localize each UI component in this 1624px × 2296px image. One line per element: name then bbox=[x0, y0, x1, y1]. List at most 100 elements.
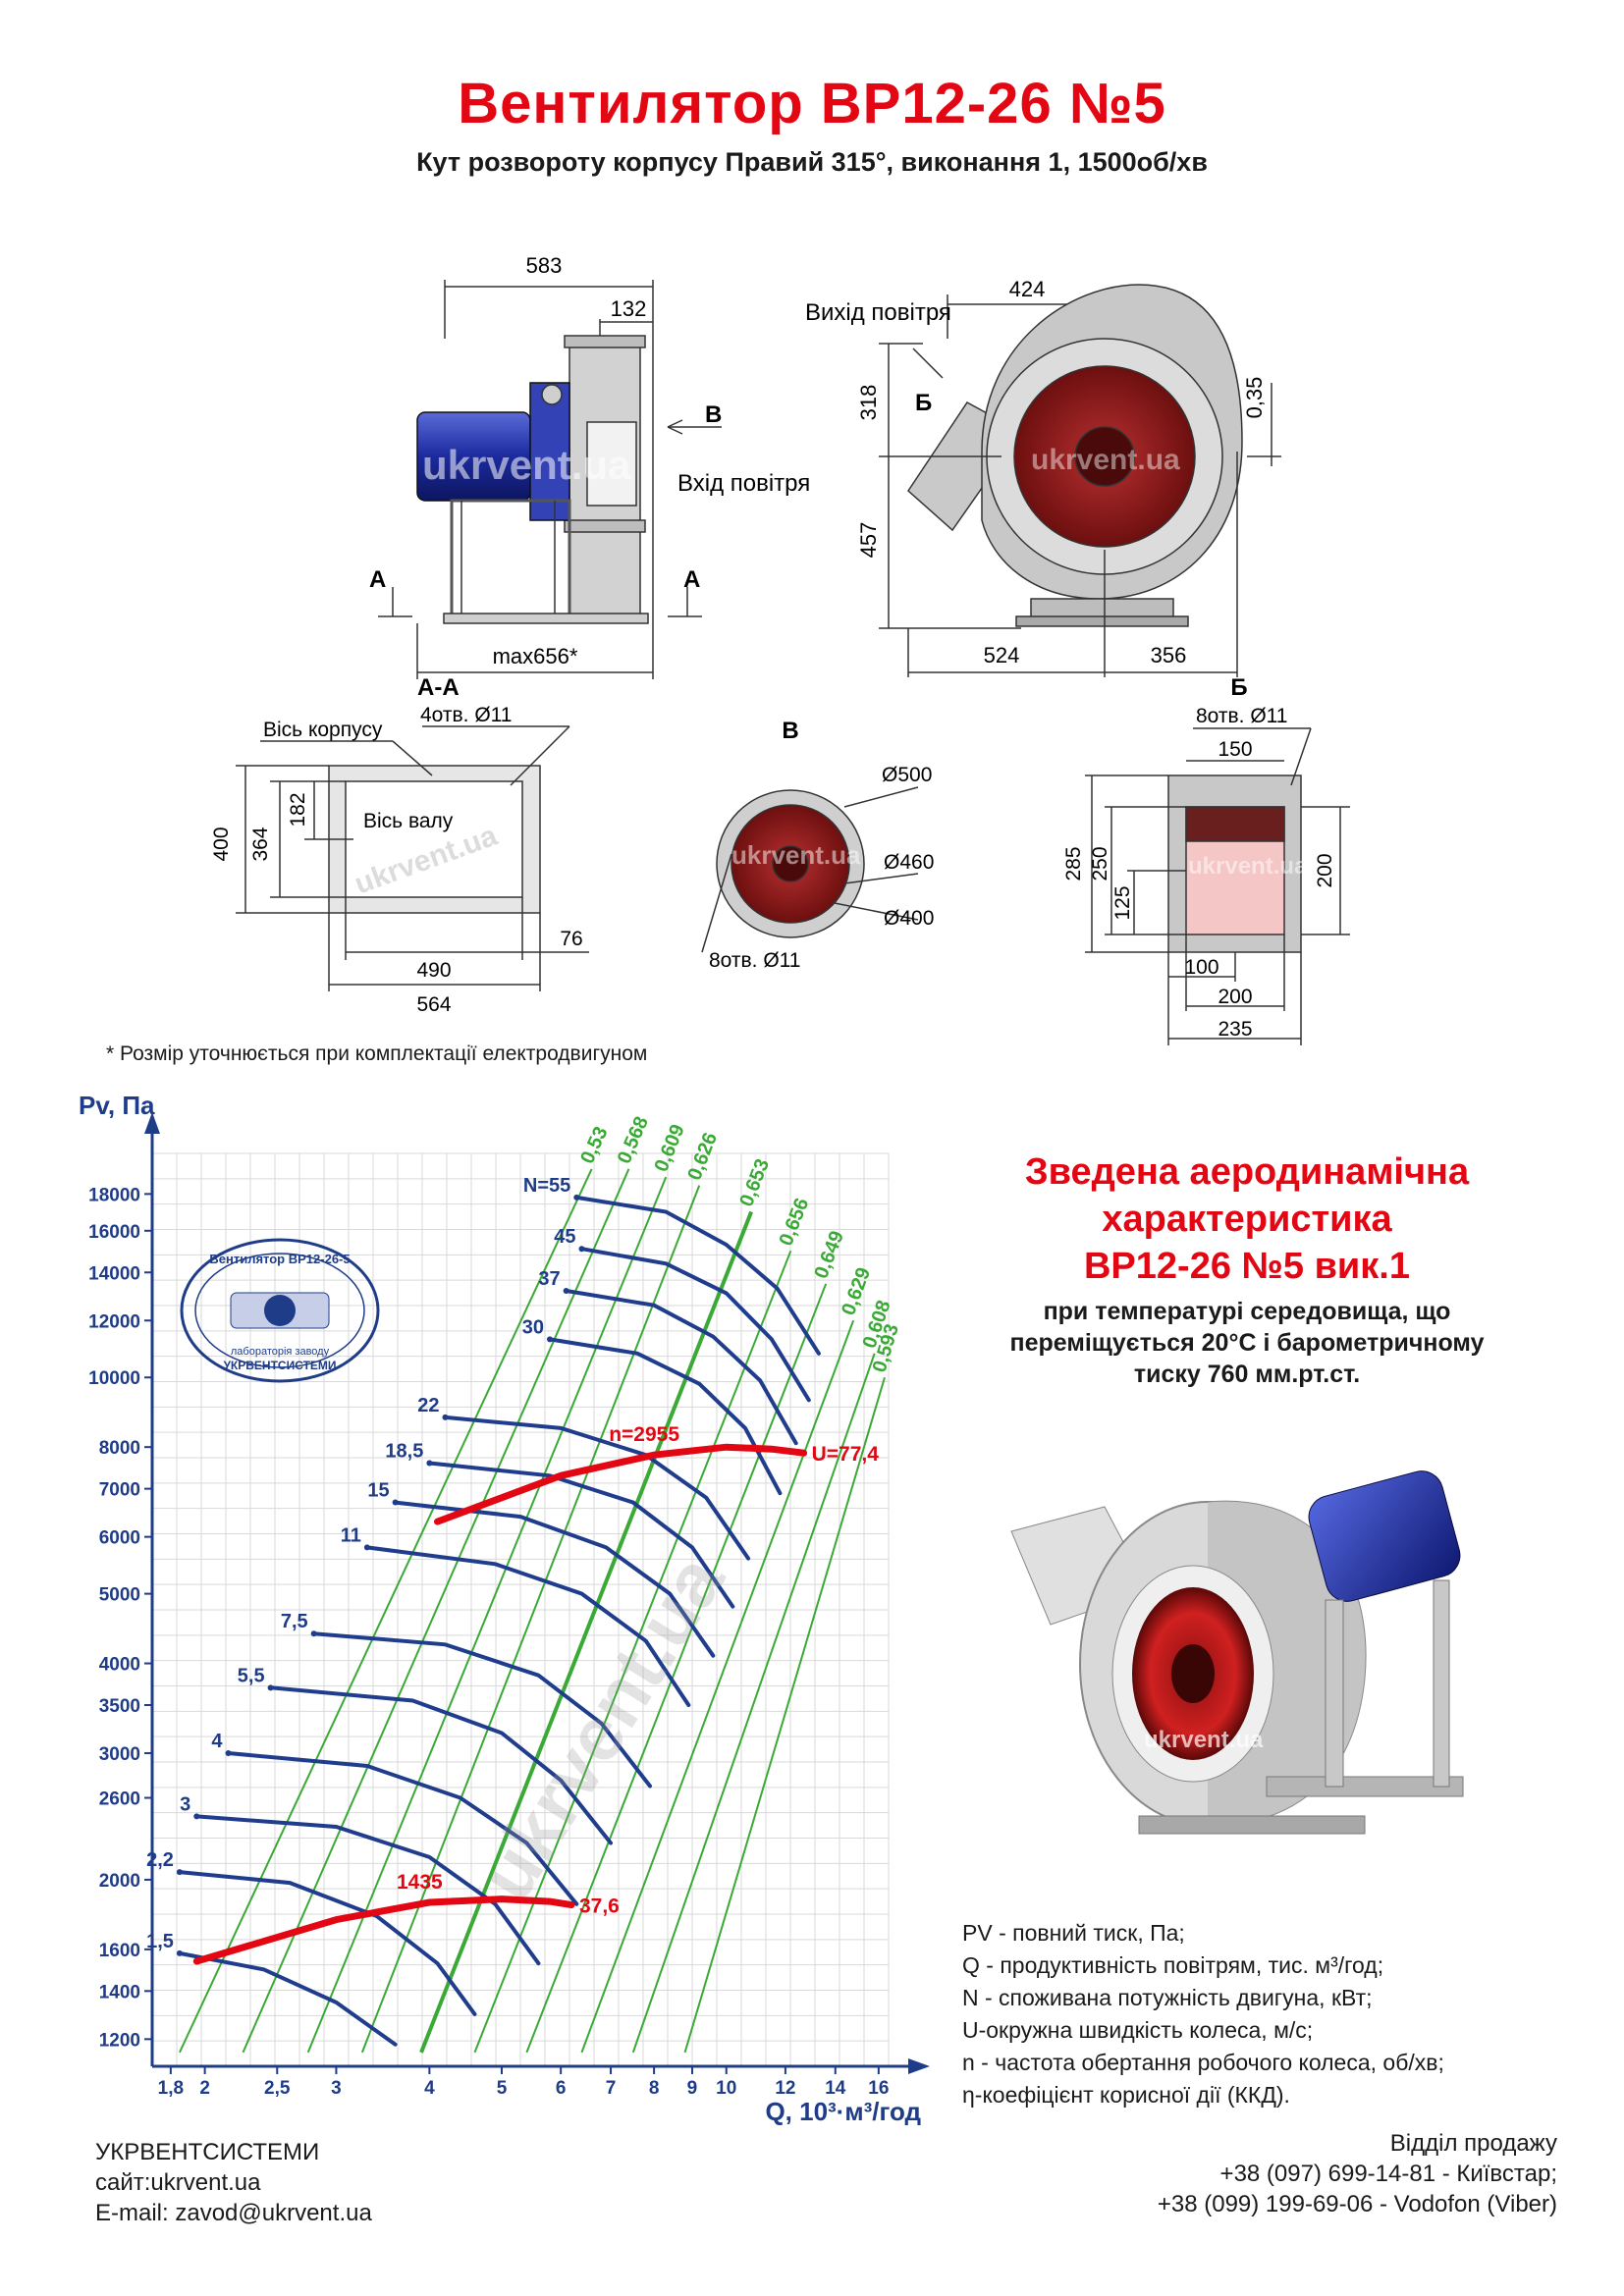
power-point bbox=[363, 1544, 370, 1551]
footer-company: УКРВЕНТСИСТЕМИ сайт:ukrvent.ua E-mail: z… bbox=[95, 2137, 372, 2228]
perf-title-line-3: ВР12-26 №5 вик.1 bbox=[1083, 1246, 1411, 1287]
dim-250: 250 bbox=[1089, 846, 1111, 881]
x-tick-label: 7 bbox=[606, 2078, 617, 2099]
power-point bbox=[578, 1246, 585, 1253]
sales-phone-2[interactable]: +38 (099) 199-69-06 - Vodofon (Viber) bbox=[1157, 2191, 1557, 2217]
efficiency-label: 0,568 bbox=[614, 1113, 653, 1167]
power-label: 37 bbox=[538, 1268, 560, 1290]
power-label: 5,5 bbox=[238, 1665, 265, 1686]
power-curve bbox=[364, 1545, 691, 1707]
x-tick-label: 14 bbox=[825, 2078, 846, 2099]
dim-76: 76 bbox=[560, 928, 582, 950]
dim-364: 364 bbox=[249, 827, 272, 861]
b-holes-label: 8отв. Ø11 bbox=[1196, 705, 1287, 727]
x-tick-label: 3 bbox=[331, 2078, 342, 2099]
speed-u-label: 37,6 bbox=[579, 1896, 620, 1918]
power-point bbox=[563, 1287, 569, 1294]
label-b-front: Б bbox=[915, 390, 932, 416]
legend-item-pv: PV - повний тиск, Па; bbox=[962, 1920, 1185, 1946]
sales-phone-1[interactable]: +38 (097) 699-14-81 - Київстар; bbox=[1219, 2161, 1557, 2187]
fan-illustration: ukrvent.ua bbox=[1010, 1470, 1464, 1835]
perf-title: Зведена аеродинамічна характеристика ВР1… bbox=[923, 1148, 1571, 1290]
power-curve bbox=[579, 1247, 811, 1403]
power-point bbox=[310, 1630, 317, 1637]
stamp-top-text: Вентилятор ВР12-26-5 bbox=[209, 1252, 350, 1266]
efficiency-line bbox=[306, 1176, 668, 2054]
y-tick-label: 8000 bbox=[99, 1438, 140, 1459]
aa-holes-label: 4отв. Ø11 bbox=[420, 704, 512, 726]
perf-title-line-2: характеристика bbox=[1102, 1199, 1392, 1240]
power-curve bbox=[226, 1751, 579, 1906]
lab-stamp: Вентилятор ВР12-26-5 лабораторія заводу … bbox=[180, 1238, 380, 1383]
chart-ticks: 1200140016002000260030003500400050006000… bbox=[88, 1185, 889, 2099]
y-tick-label: 18000 bbox=[88, 1185, 140, 1205]
x-tick-label: 16 bbox=[868, 2078, 889, 2099]
dim-max656: max656* bbox=[493, 644, 578, 668]
stamp-mid-text: лабораторія заводу bbox=[231, 1346, 330, 1358]
power-point bbox=[546, 1336, 553, 1343]
power-curve bbox=[443, 1415, 751, 1561]
dim-235: 235 bbox=[1218, 1018, 1252, 1041]
dim-182: 182 bbox=[287, 792, 309, 827]
efficiency-line bbox=[631, 1353, 876, 2054]
x-tick-label: 9 bbox=[687, 2078, 698, 2099]
efficiency-line bbox=[360, 1185, 701, 2054]
power-curve bbox=[427, 1461, 735, 1609]
dim-150: 150 bbox=[1218, 738, 1252, 761]
power-point bbox=[267, 1684, 274, 1691]
view-b-title: Б bbox=[1230, 674, 1247, 701]
fan-watermark: ukrvent.ua bbox=[1144, 1727, 1264, 1753]
dim-100: 100 bbox=[1184, 956, 1218, 979]
x-axis-label: Q, 10³·м³/год bbox=[765, 2097, 921, 2125]
section-aa bbox=[236, 725, 589, 991]
y-tick-label: 1600 bbox=[99, 1941, 140, 1961]
x-tick-label: 2,5 bbox=[264, 2078, 291, 2099]
power-label: 18,5 bbox=[385, 1440, 423, 1462]
technical-drawing: 583 132 В Вхід повітря А А max656* Вихід… bbox=[210, 253, 1350, 1045]
watermark-b: ukrvent.ua bbox=[1188, 853, 1308, 880]
power-label: 30 bbox=[522, 1316, 544, 1338]
company-email-link[interactable]: E-mail: zavod@ukrvent.ua bbox=[95, 2200, 372, 2226]
power-curve bbox=[177, 1950, 398, 2047]
power-label: 22 bbox=[417, 1395, 439, 1416]
d400-label: Ø400 bbox=[884, 907, 934, 930]
perf-desc-line-3: тиску 760 мм.рт.ст. bbox=[1133, 1361, 1361, 1388]
y-tick-label: 14000 bbox=[88, 1263, 140, 1284]
y-tick-label: 16000 bbox=[88, 1222, 140, 1243]
axis-body-label: Вісь корпусу bbox=[263, 719, 383, 741]
y-tick-label: 3000 bbox=[99, 1744, 140, 1765]
dim-125: 125 bbox=[1111, 885, 1134, 920]
x-tick-label: 8 bbox=[649, 2078, 660, 2099]
dim-356: 356 bbox=[1151, 643, 1187, 667]
power-point bbox=[392, 1499, 399, 1506]
power-curve bbox=[311, 1631, 652, 1789]
efficiency-line bbox=[683, 1376, 886, 2054]
dim-457: 457 bbox=[856, 522, 881, 559]
side-view bbox=[378, 280, 722, 679]
power-label: 15 bbox=[367, 1480, 389, 1502]
power-point bbox=[442, 1414, 449, 1420]
x-axis-arrow bbox=[908, 2058, 930, 2074]
legend-item-rpm: n - частота обертання робочого колеса, о… bbox=[962, 2050, 1444, 2075]
legend-item-eff: η-коефіцієнт корисної дії (ККД). bbox=[962, 2082, 1290, 2108]
watermark-front: ukrvent.ua bbox=[1031, 444, 1180, 476]
y-tick-label: 3500 bbox=[99, 1696, 140, 1717]
efficiency-line bbox=[242, 1168, 630, 2054]
power-label: 11 bbox=[341, 1524, 361, 1546]
company-site-link[interactable]: сайт:ukrvent.ua bbox=[95, 2169, 261, 2196]
x-tick-label: 2 bbox=[199, 2078, 210, 2099]
speed-curve bbox=[192, 1896, 575, 1965]
efficiency-label: 0,609 bbox=[651, 1121, 689, 1175]
dim-285: 285 bbox=[1062, 846, 1085, 881]
speed-label: 1435 bbox=[397, 1871, 443, 1894]
d500-label: Ø500 bbox=[882, 764, 932, 786]
power-curve bbox=[268, 1685, 613, 1845]
footnote: * Розмір уточнюється при комплектації ел… bbox=[106, 1042, 648, 1065]
legend: PV - повний тиск, Па; Q - продуктивність… bbox=[962, 1917, 1444, 2111]
perf-desc-line-2: переміщується 20°С і барометричному bbox=[1009, 1329, 1485, 1357]
label-a-right: А bbox=[683, 566, 700, 593]
power-label: 3 bbox=[180, 1793, 190, 1815]
